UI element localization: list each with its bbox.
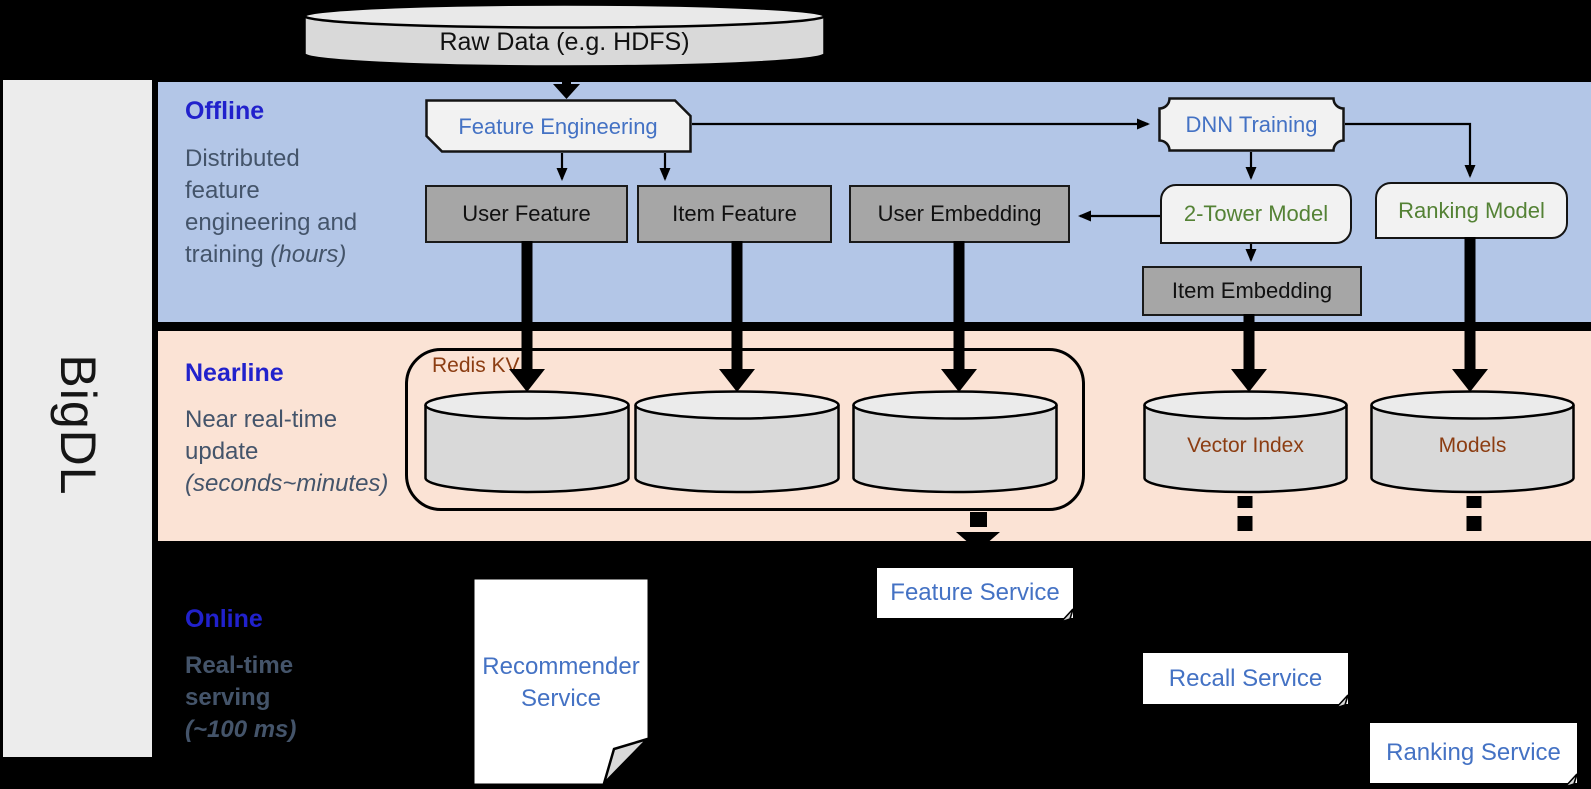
recommender-service-label-line2: Service: [521, 685, 601, 712]
page-fold-icon: [1060, 608, 1074, 623]
recall-service-label: Recall Service: [1168, 664, 1323, 692]
raw-data-label: Raw Data (e.g. HDFS): [439, 28, 689, 56]
page-fold-icon: [1335, 694, 1349, 709]
offline-title: Offline: [185, 97, 265, 125]
offline-subtitle: Distributed feature engineering and trai…: [185, 143, 415, 271]
user-feature-node: User Feature: [425, 185, 628, 243]
recommender-service-label-line1: Recommender: [482, 653, 639, 680]
feature-service-card: Feature Service: [877, 568, 1074, 623]
redis-cylinder-2: [634, 390, 840, 494]
recall-service-card: Recall Service: [1143, 653, 1349, 709]
redis-kv-container: [405, 348, 1085, 511]
two-tower-model-node: 2-Tower Model: [1160, 184, 1352, 244]
online-subtitle-line1: Real-time: [185, 652, 294, 679]
redis-cylinder-1: [424, 390, 630, 494]
redis-kv-label: Redis KV: [432, 354, 520, 377]
online-title: Online: [185, 605, 263, 633]
online-subtitle-line3: (~100 ms): [185, 716, 297, 743]
raw-data-cylinder: Raw Data (e.g. HDFS): [303, 3, 826, 68]
page-fold-icon: [1564, 773, 1578, 788]
ranking-model-label: Ranking Model: [1398, 197, 1545, 223]
nearline-subtitle-line3: (seconds~minutes): [185, 470, 389, 497]
nearline-subtitle-line1: Near real-time: [185, 406, 338, 433]
feature-engineering-node: Feature Engineering: [425, 99, 692, 153]
offline-subtitle-line2: feature: [185, 177, 260, 204]
item-embedding-node: Item Embedding: [1142, 266, 1362, 316]
offline-subtitle-line1: Distributed: [185, 145, 300, 172]
redis-cylinder-3: [852, 390, 1058, 494]
ranking-service-card: Ranking Service: [1370, 723, 1578, 788]
recommender-service-document: Recommender Service: [474, 579, 649, 785]
online-subtitle: Real-time serving (~100 ms): [185, 650, 425, 746]
ranking-service-label: Ranking Service: [1386, 739, 1561, 766]
feature-service-label: Feature Service: [890, 579, 1060, 606]
nearline-title: Nearline: [185, 359, 284, 387]
nearline-subtitle: Near real-time update (seconds~minutes): [185, 404, 445, 500]
offline-subtitle-line4: training (hours): [185, 241, 347, 268]
two-tower-model-label: 2-Tower Model: [1183, 201, 1329, 226]
models-label: Models: [1439, 434, 1507, 457]
feature-engineering-label: Feature Engineering: [458, 114, 657, 139]
nearline-subtitle-line2: update: [185, 438, 259, 465]
user-feature-label: User Feature: [462, 201, 591, 226]
dnn-training-node: DNN Training: [1158, 97, 1345, 152]
dnn-training-label: DNN Training: [1185, 112, 1317, 137]
online-subtitle-line2: serving: [185, 684, 271, 711]
item-feature-label: Item Feature: [672, 201, 797, 226]
ranking-model-node: Ranking Model: [1375, 182, 1568, 239]
item-embedding-label: Item Embedding: [1171, 278, 1333, 303]
user-embedding-label: User Embedding: [877, 201, 1042, 226]
vector-index-cylinder: Vector Index: [1143, 390, 1348, 494]
vector-index-label: Vector Index: [1187, 434, 1304, 457]
sidebar-bigdl: BigDL: [3, 80, 152, 757]
bigdl-logo-text: BigDL: [49, 354, 106, 496]
models-cylinder: Models: [1370, 390, 1575, 494]
user-embedding-node: User Embedding: [849, 185, 1070, 243]
offline-subtitle-line3: engineering and: [185, 209, 358, 236]
item-feature-node: Item Feature: [637, 185, 832, 243]
